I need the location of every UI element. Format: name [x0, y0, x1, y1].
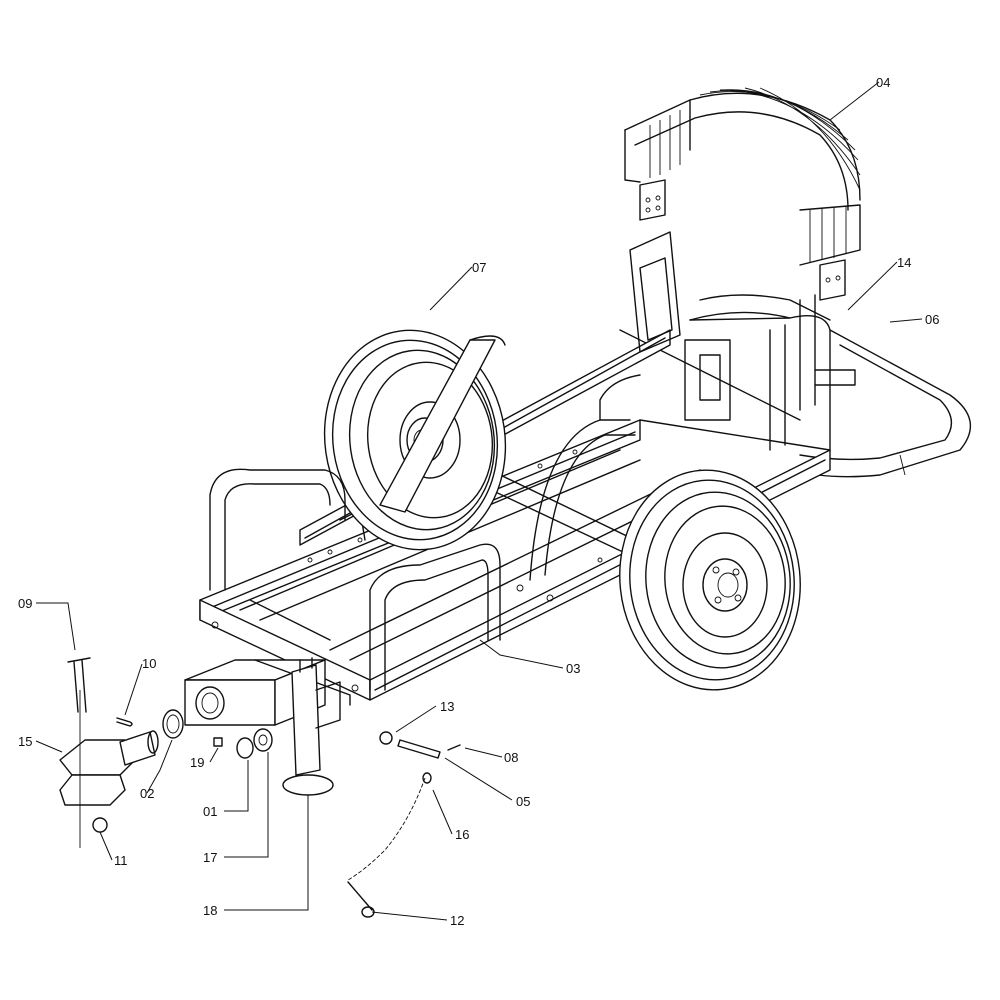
- callout-14: 14: [897, 255, 911, 270]
- spare-wheel: [323, 329, 507, 551]
- callout-17: 17: [203, 850, 217, 865]
- callout-07: 07: [472, 260, 486, 275]
- callout-19: 19: [190, 755, 204, 770]
- callout-05: 05: [516, 794, 530, 809]
- callout-13: 13: [440, 699, 454, 714]
- leader-lines: [35, 81, 923, 921]
- callout-08: 08: [504, 750, 518, 765]
- callout-04: 04: [876, 75, 890, 90]
- callout-labels: 04 07 14 06 03 09 10 15 02 19 01 17 18 1…: [18, 75, 939, 928]
- callout-06: 06: [925, 312, 939, 327]
- jack-stand: [282, 657, 341, 796]
- road-wheel: [619, 469, 801, 691]
- callout-11: 11: [114, 853, 128, 868]
- hitch-parts: [59, 657, 273, 848]
- callout-12: 12: [450, 913, 464, 928]
- callout-01: 01: [203, 804, 217, 819]
- callout-02: 02: [140, 786, 154, 801]
- wire-mudguard: [624, 87, 861, 301]
- drawbar: [184, 659, 351, 726]
- callout-09: 09: [18, 596, 32, 611]
- side-guard-loops: [209, 315, 831, 691]
- guard-post: [684, 294, 856, 421]
- pin-and-chain: [347, 731, 461, 918]
- callout-15: 15: [18, 734, 32, 749]
- callout-03: 03: [566, 661, 580, 676]
- callout-10: 10: [142, 656, 156, 671]
- callout-16: 16: [455, 827, 469, 842]
- callout-18: 18: [203, 903, 217, 918]
